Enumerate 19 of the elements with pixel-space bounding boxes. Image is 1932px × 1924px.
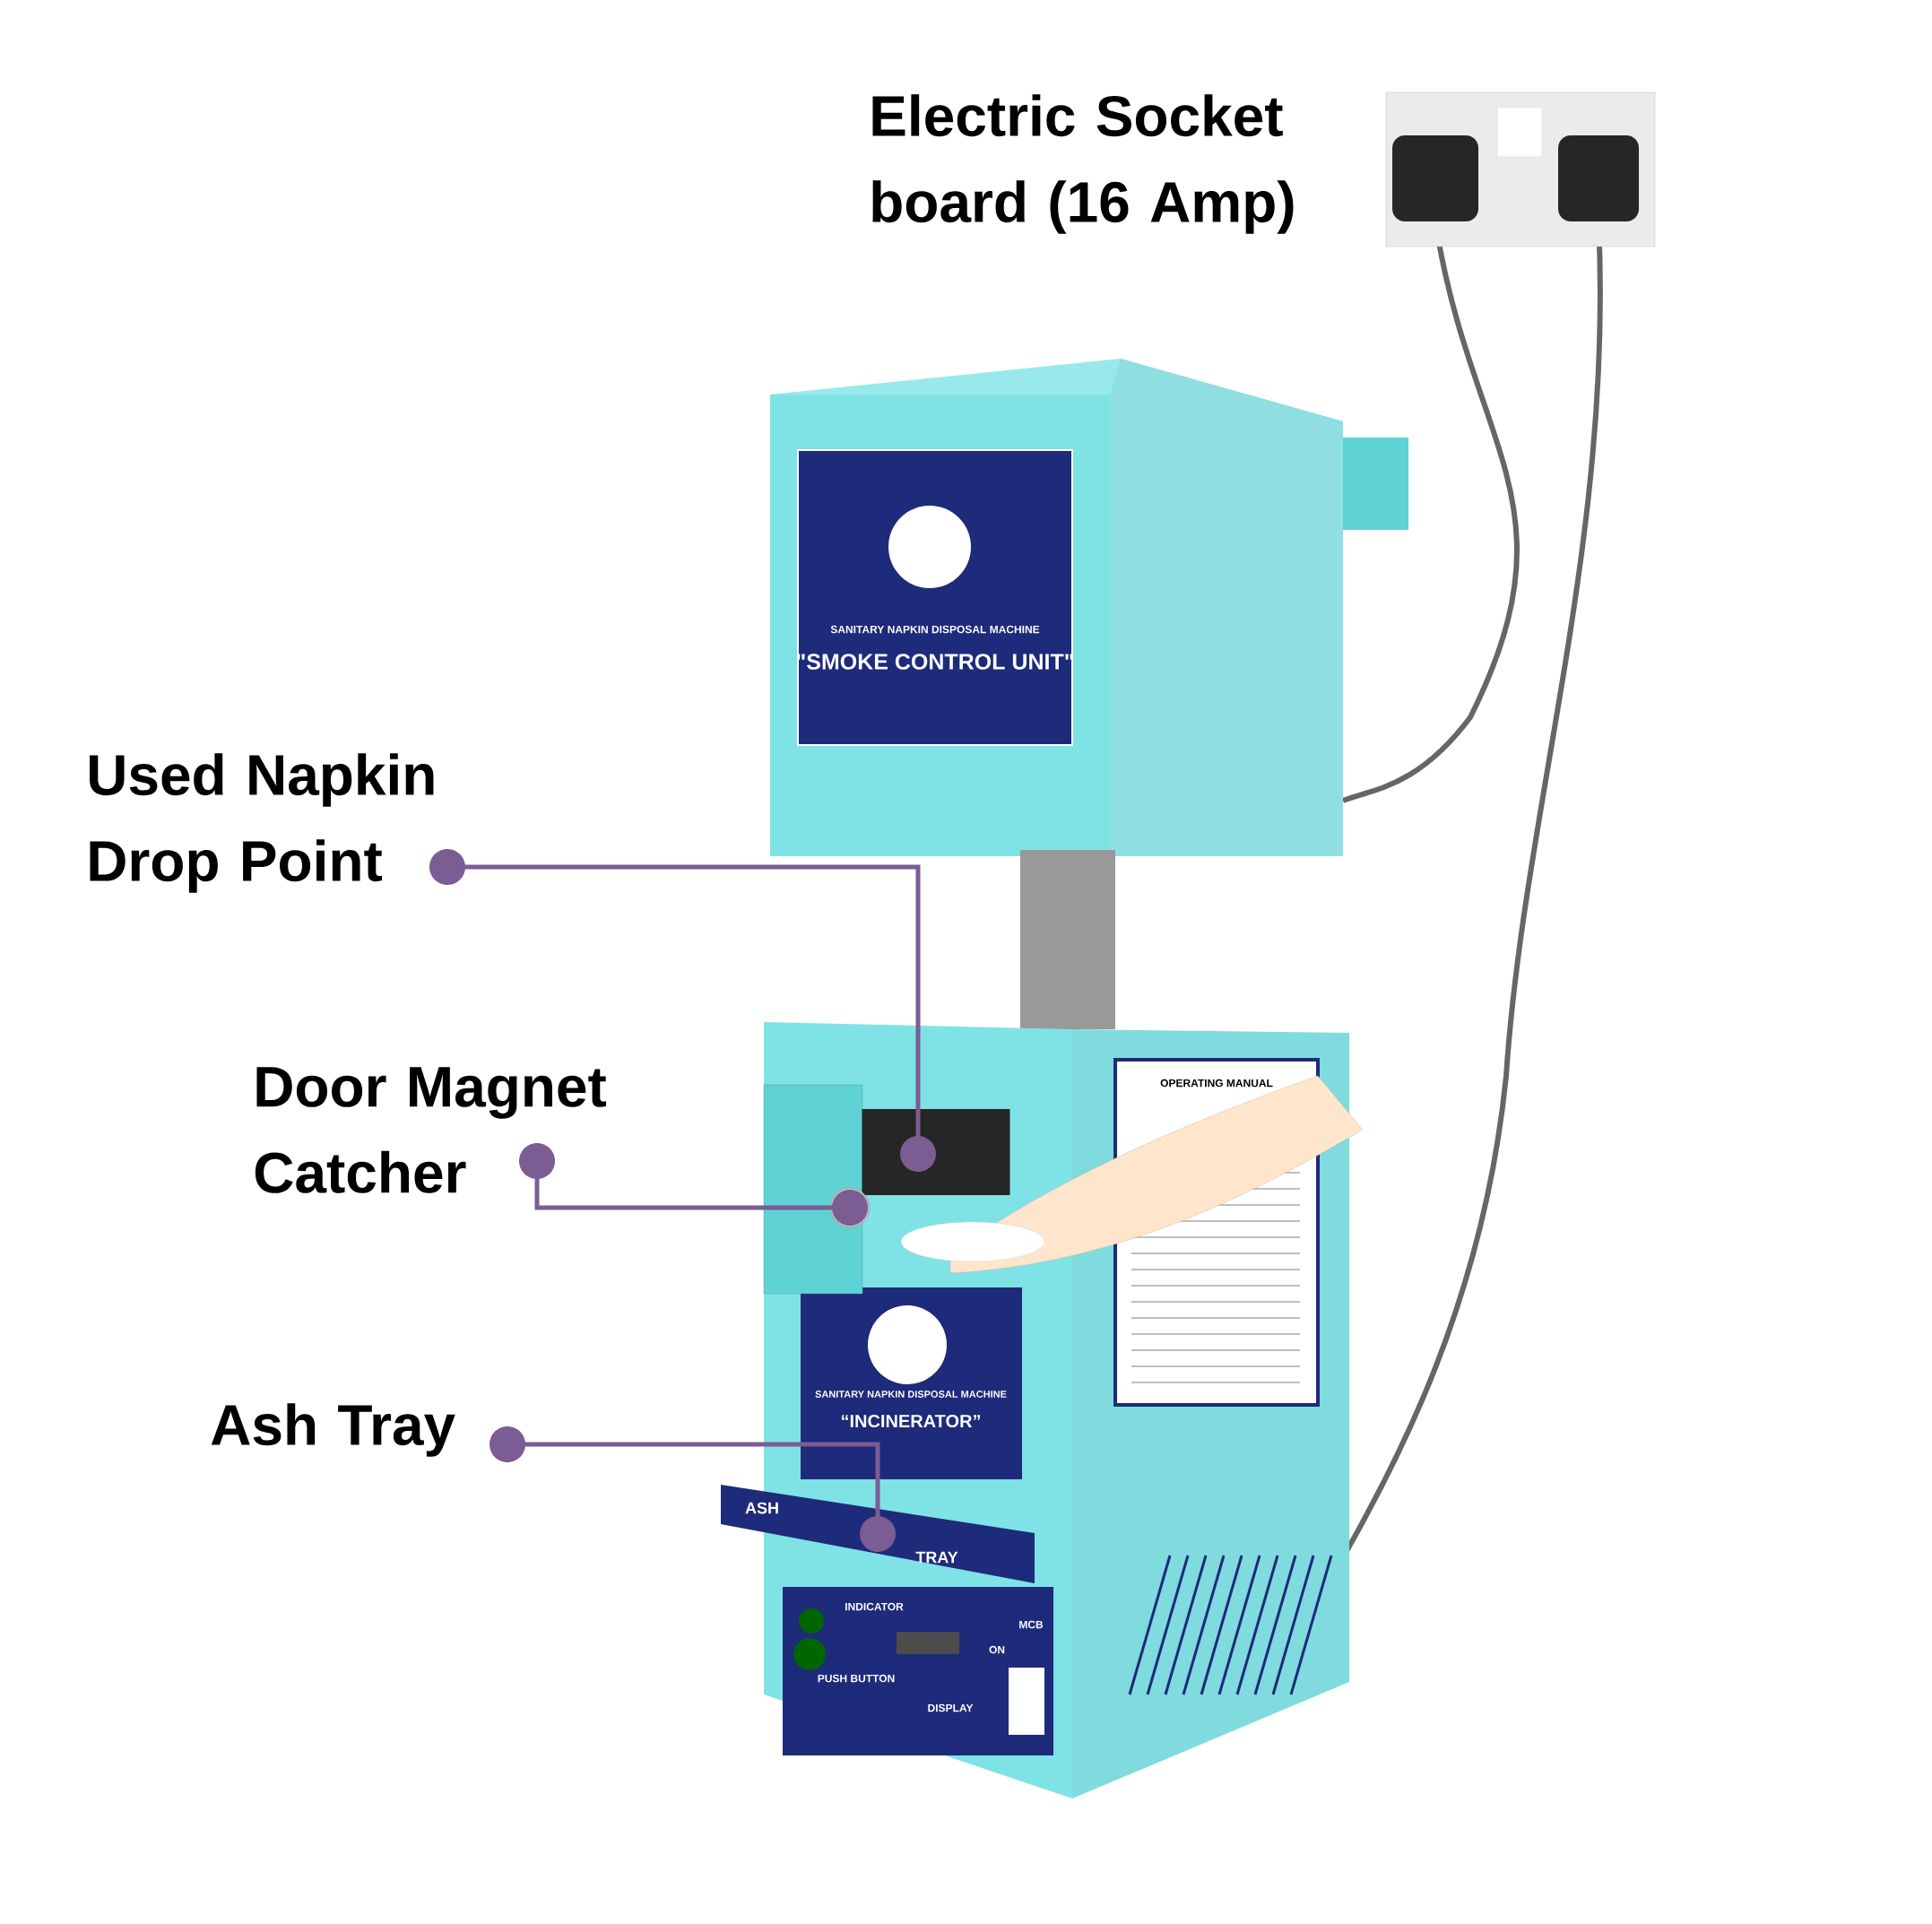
panel-text: MCB	[1019, 1620, 1044, 1629]
panel-text: “INCINERATOR”	[841, 1414, 981, 1428]
panel-text: SANITARY NAPKIN DISPOSAL MACHINE	[830, 625, 1040, 634]
panel-text: PUSH BUTTON	[818, 1674, 895, 1683]
panel-text: INDICATOR	[845, 1602, 904, 1611]
callout-label: Door Magnet Catcher	[255, 1067, 607, 1193]
heading-label: Electric Socket board (16 Amp)	[872, 94, 1294, 234]
callout-label: Ash Tray	[211, 1403, 455, 1457]
callout-label: Used Napkin Drop Point	[90, 753, 434, 893]
ash-tray: ASH TRAY	[721, 1485, 1035, 1583]
panel-text: OPERATING MANUAL	[1160, 1079, 1273, 1088]
leader-line	[429, 849, 936, 1172]
panel-text: DISPLAY	[928, 1703, 974, 1712]
leader-line	[519, 1143, 868, 1226]
panel-text: "SMOKE CONTROL UNIT"	[797, 654, 1073, 670]
panel-text: SANITARY NAPKIN DISPOSAL MACHINE	[815, 1391, 1007, 1398]
leader-line	[489, 1426, 896, 1552]
drop-slot	[862, 1109, 1010, 1195]
panel-text: ON	[989, 1645, 1005, 1654]
